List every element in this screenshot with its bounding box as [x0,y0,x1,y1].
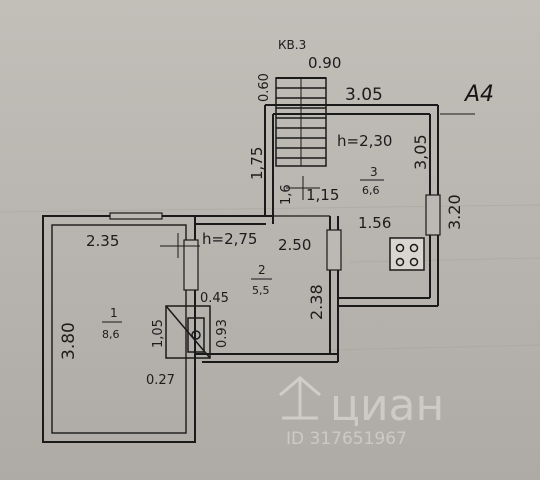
stove-icon [389,237,425,271]
watermark-brand: циан [330,380,444,431]
cian-logo-icon [279,376,321,420]
chimney-093-dim: 0.93 [215,319,230,348]
gap-1-15-dim: 1,15 [306,186,339,204]
room-3-number: 3 [370,165,378,179]
room-2-height-label: h=2,75 [202,230,257,248]
gap-1-56-dim: 1.56 [358,214,391,232]
gap-1-6-dim: 1,6 [279,184,294,205]
room-3-right-dim: 3,05 [411,134,430,170]
chimney-045-dim: 0.45 [200,291,229,306]
room-3-area: 6,6 [362,184,380,197]
room-1-width-dim: 2.35 [86,232,119,250]
room-2-3-door [326,229,342,271]
room-2-top-wall [195,215,273,225]
room-2-number: 2 [258,263,266,277]
room-2-height-dim: 2.38 [307,284,326,320]
room-1-height-dim: 3.80 [59,322,79,360]
room-1-number: 1 [110,306,118,320]
room-3-bottom-wall [338,297,438,307]
chimney-outline [165,305,211,359]
watermark-id: ID 317651967 [286,429,407,449]
stair-width-dim: 0.90 [308,54,341,72]
stamp-a4: А4 [463,82,494,107]
stair [275,77,327,167]
room-3-top-wall [265,104,438,115]
apartment-code: КВ.3 [278,38,306,52]
top-width-dim: 3.05 [345,85,383,105]
chimney-027-dim: 0.27 [146,373,175,388]
room-2-width-dim: 2.50 [278,236,311,254]
walls [42,104,439,443]
doors [109,194,441,291]
room-3-left-wall [264,105,274,224]
dimension-lines [160,113,475,258]
room-1-2-door [183,239,199,291]
stair-depth-dim: 0.60 [257,73,272,102]
chimney-105-dim: 1,05 [151,319,166,348]
room-2-bottom-wall [195,353,338,363]
outer-right-dim: 3.20 [445,194,464,230]
room-1-door [109,212,163,220]
paper-texture [0,204,540,351]
room-3-height: h=2,30 [337,132,392,150]
room-3-left-dim: 1,75 [248,147,266,180]
room-3-window [425,194,441,236]
chimney [165,305,211,359]
room-2-area: 5,5 [252,284,270,297]
room-1-area: 8,6 [102,328,120,341]
